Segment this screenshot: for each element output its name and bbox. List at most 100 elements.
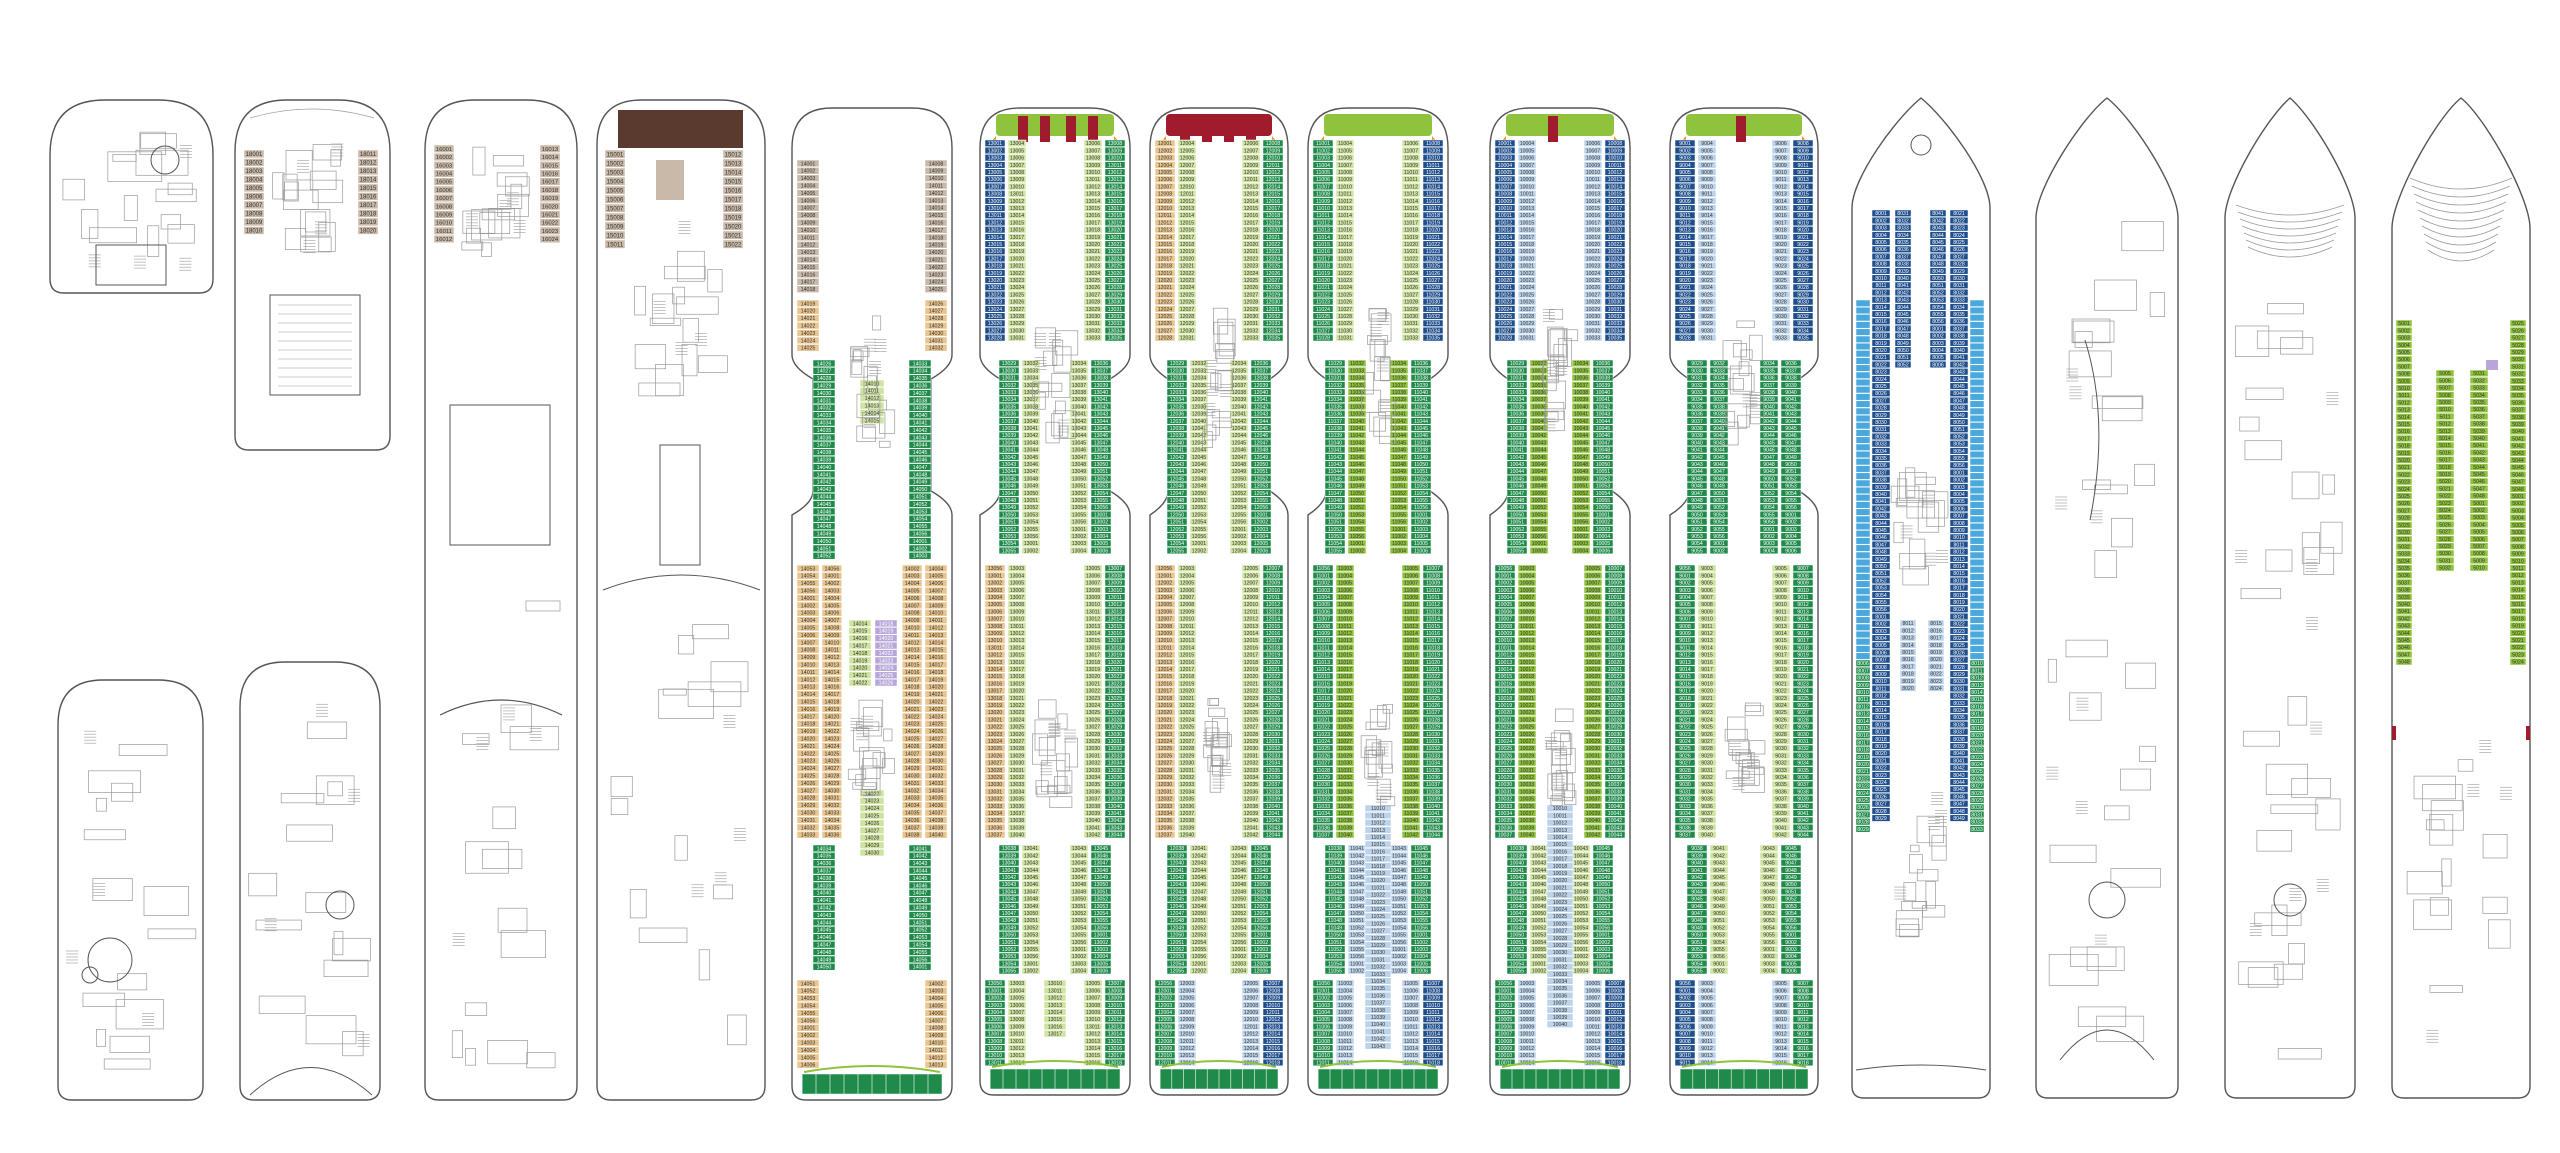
cabin-number: 11034 — [1338, 789, 1352, 795]
room-outline — [464, 1002, 488, 1016]
cabin-number: 11020 — [1404, 242, 1418, 248]
cabin-number: 14020 — [905, 700, 920, 706]
cabin-number: 12011 — [1244, 177, 1258, 183]
circle-feature — [81, 966, 99, 984]
cabin-number: 13014 — [1010, 213, 1025, 219]
room-outline — [496, 172, 528, 187]
cabin-number: 12009 — [1244, 163, 1259, 169]
cabin-number: 12008 — [1180, 1017, 1195, 1023]
cabin-number: 11044 — [1328, 889, 1342, 895]
cabin-number: 12043 — [1254, 412, 1269, 418]
cabin-number: 12028 — [1158, 768, 1173, 774]
cabin-number: 11036 — [1316, 825, 1330, 831]
cabin-number: 12009 — [1244, 1010, 1259, 1016]
cabin-number: 13014 — [1086, 199, 1101, 205]
cabin-number: 10045 — [1596, 426, 1611, 432]
cabin-number: 14022 — [865, 791, 880, 797]
cabin-number: 13023 — [1108, 249, 1123, 255]
cabin-number: 12047 — [1254, 861, 1269, 867]
cabin-number: 11039 — [1338, 825, 1352, 831]
cabin-number: 12026 — [1158, 321, 1173, 327]
cabin-number: 13048 — [1094, 448, 1109, 454]
cabin — [539, 177, 561, 186]
cabin-number: 11024 — [1316, 739, 1330, 745]
cabin-number: 14040 — [929, 833, 944, 839]
cabin-number: 10017 — [1586, 220, 1601, 226]
cabin-number: 12015 — [1266, 1039, 1281, 1045]
cabin-number: 10040 — [1574, 404, 1589, 410]
cabin-number: 11027 — [1404, 292, 1418, 298]
cabin-number: 18009 — [246, 220, 263, 226]
cabin-number: 13043 — [1024, 440, 1039, 446]
cabin-number: 13007 — [988, 1032, 1003, 1038]
cabin-number: 11014 — [1404, 199, 1418, 205]
cabin-number: 12028 — [1244, 732, 1259, 738]
cabin-number: 12054 — [1254, 491, 1269, 497]
pool-outline — [269, 294, 361, 396]
cabin-number: 12044 — [1232, 433, 1247, 439]
cabin-number: 12027 — [1244, 725, 1259, 731]
cabin — [243, 158, 265, 167]
cabin-number: 14022 — [879, 651, 894, 657]
cabin-number: 11039 — [1328, 433, 1342, 439]
cabin-number: 11005 — [1338, 996, 1352, 1002]
cabin-number: 11009 — [1426, 581, 1440, 587]
cabin-number: 11006 — [1414, 969, 1428, 975]
room-outline — [466, 227, 481, 244]
cabin-number: 12005 — [1158, 170, 1173, 176]
cabin-number: 12004 — [1232, 969, 1247, 975]
cabin-number: 12004 — [1158, 595, 1173, 601]
cabin-number: 12054 — [1192, 940, 1207, 946]
cabin-number: 12014 — [1158, 235, 1173, 241]
cabin-number: 13002 — [1072, 534, 1087, 540]
cabin-number: 11028 — [1338, 314, 1352, 320]
cabin-number: 14006 — [905, 596, 920, 602]
cabin-number: 13055 — [1072, 933, 1087, 939]
cabin-number: 13051 — [1094, 889, 1109, 895]
cabin-number: 12031 — [1266, 307, 1281, 313]
cabin-number: 13049 — [1094, 875, 1109, 881]
room-outline — [461, 241, 484, 251]
cabin-number: 13043 — [1002, 882, 1017, 888]
cabin-number: 12045 — [1192, 455, 1207, 461]
cabin-number: 11052 — [1328, 527, 1342, 533]
cabin-number: 11010 — [1338, 184, 1352, 190]
cabin-number: 13014 — [1108, 184, 1123, 190]
cabin-number: 10012 — [1586, 184, 1601, 190]
cabin-number: 13053 — [1094, 904, 1109, 910]
cabin-number: 13054 — [1002, 541, 1017, 547]
cabin-number: 12007 — [1266, 981, 1281, 987]
cabin-number: 11010 — [1404, 170, 1418, 176]
cabin-number: 11016 — [1338, 228, 1352, 234]
cabin-number: 14018 — [801, 287, 816, 293]
cabin-number: 12012 — [1244, 184, 1259, 190]
cabin-number: 12032 — [1244, 761, 1259, 767]
cabin-number: 14045 — [913, 876, 928, 882]
cabin-number: 14008 — [929, 1026, 944, 1032]
cabin-number: 10001 — [1532, 541, 1547, 547]
cabin-number: 10012 — [1498, 653, 1513, 659]
cabin-number: 12017 — [1266, 1053, 1281, 1059]
cabin-number: 11032 — [1371, 965, 1385, 971]
cabin-number: 14032 — [905, 788, 920, 794]
cabin-number: 12012 — [1180, 1046, 1195, 1052]
cabin-number: 12056 — [1254, 925, 1269, 931]
cabin-number: 13041 — [1002, 448, 1017, 454]
cabin — [243, 149, 265, 159]
cabin-number: 14051 — [913, 920, 928, 926]
cabin-number: 13019 — [1010, 681, 1025, 687]
cabin-number: 14005 — [825, 603, 840, 609]
cabin-number: 11033 — [1404, 768, 1418, 774]
cabin-number: 11017 — [1426, 206, 1440, 212]
cabin-number: 13017 — [988, 689, 1003, 695]
cabin-number: 14023 — [801, 759, 816, 765]
cabin-number: 14051 — [801, 981, 816, 987]
cabin-number: 12025 — [1266, 264, 1281, 270]
cabin-number: 12047 — [1232, 455, 1247, 461]
cabin-number: 12015 — [1158, 242, 1173, 248]
cabin-number: 14014 — [825, 670, 840, 676]
cabin-number: 10046 — [1596, 433, 1611, 439]
cabin-number: 11035 — [1328, 404, 1342, 410]
cabin-number: 11010 — [1426, 588, 1440, 594]
